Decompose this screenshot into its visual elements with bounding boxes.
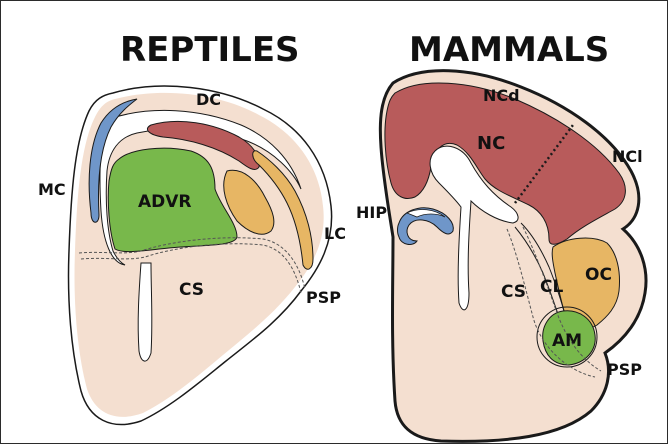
reptile-ventricle-stem	[138, 263, 152, 361]
label-mammal-cs: CS	[501, 282, 526, 302]
mammal-brain	[380, 71, 646, 442]
label-reptile-lc: LC	[324, 224, 346, 243]
label-reptile-mc: MC	[38, 180, 66, 199]
label-mammal-cl: CL	[540, 277, 563, 297]
reptile-brain	[69, 86, 332, 424]
title-reptiles: REPTILES	[120, 30, 300, 70]
label-mammal-psp: PSP	[607, 360, 642, 379]
label-mammal-hip: HIP	[356, 203, 387, 222]
label-mammal-ncl: NCl	[612, 147, 643, 166]
label-reptile-cs: CS	[179, 280, 204, 300]
title-mammals: MAMMALS	[409, 30, 609, 70]
label-mammal-oc: OC	[585, 265, 612, 285]
label-reptile-advr: ADVR	[138, 192, 192, 212]
label-reptile-psp: PSP	[306, 288, 341, 307]
label-mammal-ncd: NCd	[483, 86, 520, 105]
label-reptile-dc: DC	[196, 90, 221, 109]
label-mammal-am: AM	[552, 331, 582, 351]
label-mammal-nc: NC	[477, 133, 505, 154]
